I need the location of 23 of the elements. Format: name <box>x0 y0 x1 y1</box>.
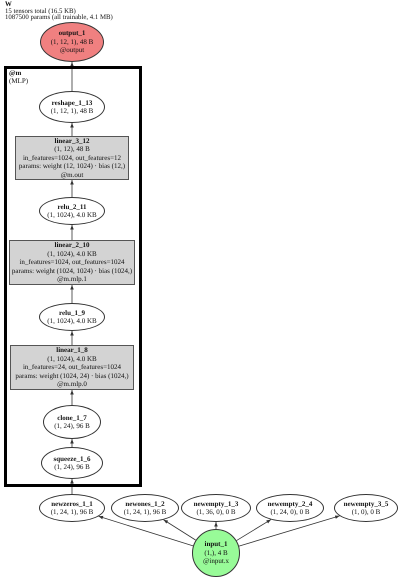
tensor-ellipse <box>39 494 105 522</box>
arrow <box>70 390 74 406</box>
arrow <box>98 516 194 546</box>
arrow <box>70 438 74 448</box>
layer-box <box>9 240 135 285</box>
tensor-ellipse <box>111 494 179 522</box>
arrow <box>70 284 74 304</box>
arrow <box>214 522 218 530</box>
layer-box <box>10 345 134 390</box>
arrow <box>70 62 74 92</box>
tensor-ellipse <box>256 494 324 522</box>
arrow <box>238 516 340 546</box>
arrow <box>70 478 74 494</box>
layer-box <box>15 136 129 180</box>
arrow <box>70 180 74 198</box>
arrow <box>163 519 196 541</box>
arrow <box>70 122 74 136</box>
tensor-ellipse <box>334 494 398 522</box>
arrow <box>70 224 74 240</box>
arrow <box>70 330 74 346</box>
arrow <box>236 519 272 541</box>
input-circle <box>192 529 240 577</box>
module-frame <box>4 66 142 487</box>
